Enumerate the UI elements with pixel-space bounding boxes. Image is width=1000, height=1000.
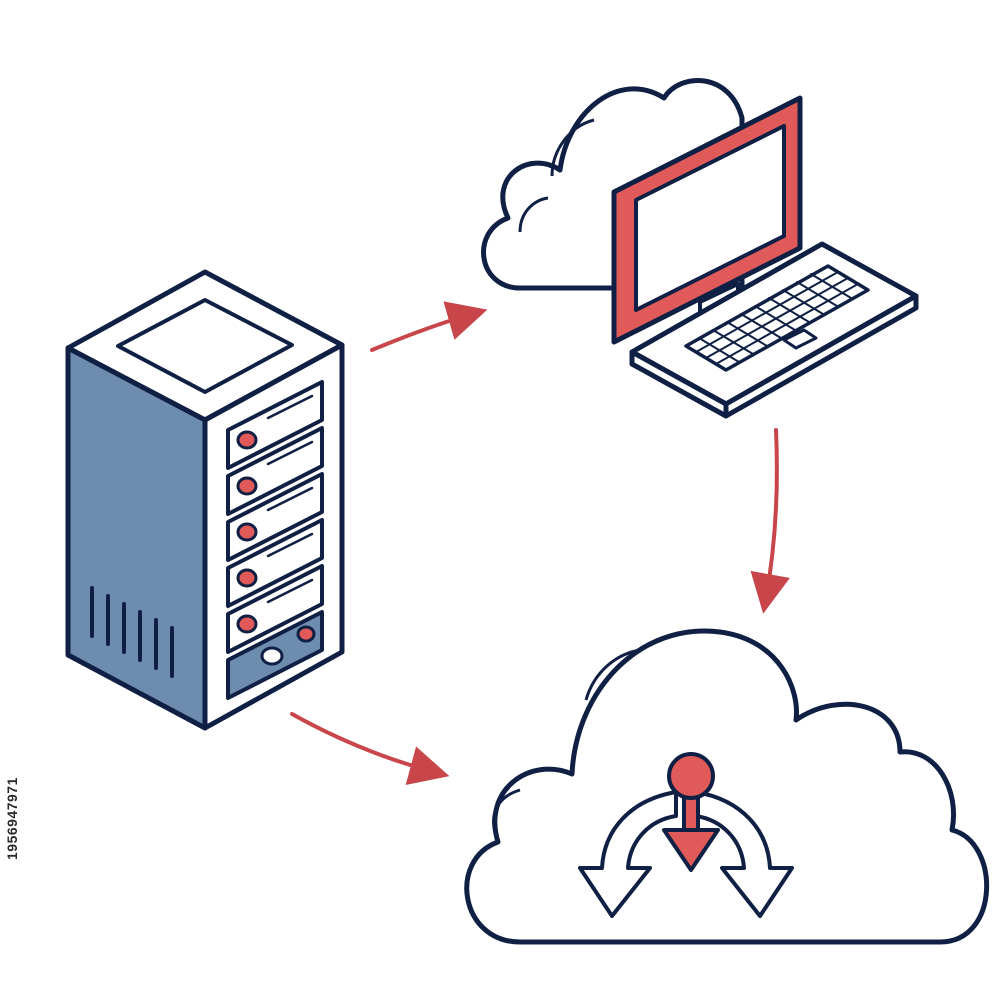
arrow-server-to-laptop [370, 301, 488, 352]
stock-image-id: 1956947971 [4, 777, 20, 861]
laptop-icon [611, 95, 919, 419]
arrow-laptop-to-cloud [750, 428, 790, 614]
server-rack-icon [65, 269, 345, 731]
cloud-download-icon [464, 628, 990, 945]
flow-arrows [290, 301, 790, 786]
arrow-server-to-cloud [290, 712, 450, 786]
